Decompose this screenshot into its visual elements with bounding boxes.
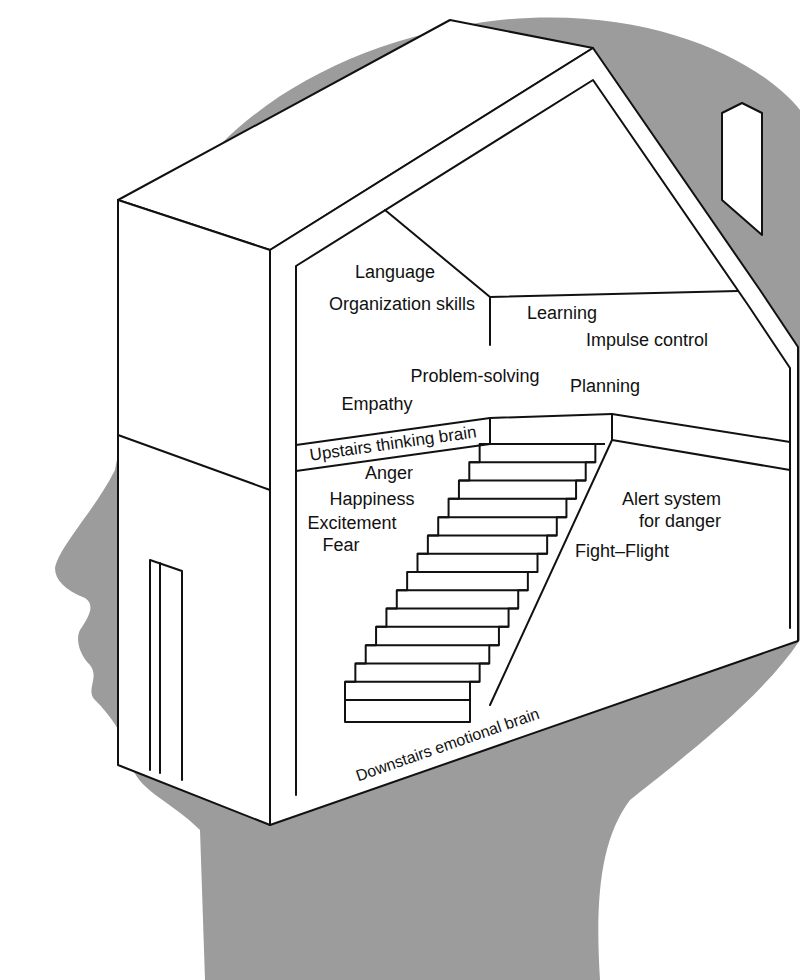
- brain-function-label: Problem-solving: [410, 366, 539, 388]
- brain-function-label: Upstairs thinking brain: [308, 422, 477, 466]
- house-left-wall: [118, 200, 270, 825]
- brain-function-label: Organization skills: [329, 294, 475, 316]
- brain-function-label: Fear: [322, 535, 359, 557]
- stairwell-corner: [611, 414, 613, 440]
- brain-function-label: Impulse control: [586, 330, 708, 352]
- brain-function-label: Planning: [570, 376, 640, 398]
- side-door-edge: [159, 563, 161, 773]
- head-silhouette: [55, 17, 800, 980]
- brain-function-label: Excitement: [307, 513, 396, 535]
- upstairs-ceiling: [490, 291, 738, 297]
- brain-function-label: Anger: [365, 463, 413, 485]
- brain-function-label: Learning: [527, 303, 597, 325]
- brain-function-label: Alert system for danger: [609, 489, 721, 532]
- house-front: [270, 48, 798, 825]
- brain-function-label: Empathy: [341, 394, 412, 416]
- staircase: [345, 444, 605, 700]
- inner-frame: [296, 80, 790, 795]
- brain-function-label: Language: [355, 262, 435, 284]
- chimney: [722, 103, 762, 235]
- stair-base: [345, 700, 470, 722]
- attic-line: [385, 210, 490, 297]
- stair-treads: [345, 444, 605, 700]
- brain-function-label: Happiness: [329, 489, 414, 511]
- side-door: [150, 560, 182, 780]
- stairwell-edge: [490, 414, 612, 418]
- downstairs-ceiling: [612, 440, 790, 470]
- left-wall-floor-line: [118, 435, 270, 490]
- brain-function-label: Fight–Flight: [575, 541, 669, 563]
- band-end: [489, 418, 491, 444]
- upstairs-floor-edge: [612, 414, 790, 442]
- brain-function-label: Downstairs emotional brain: [353, 704, 542, 786]
- room-divider: [489, 297, 491, 345]
